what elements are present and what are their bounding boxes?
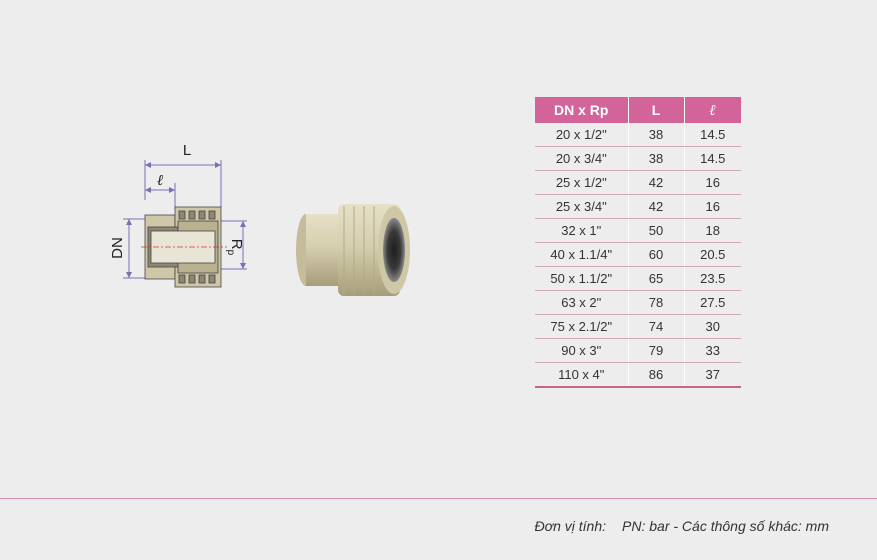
cell-L: 38: [628, 123, 685, 147]
cell-L: 65: [628, 266, 685, 291]
cell-l: 16: [684, 194, 741, 219]
cell-l: 16: [684, 170, 741, 195]
cell-size: 90 x 3": [535, 338, 629, 363]
cell-size: 32 x 1": [535, 218, 629, 243]
cell-L: 60: [628, 242, 685, 267]
cell-L: 38: [628, 146, 685, 171]
header-l: ℓ: [684, 97, 741, 123]
cell-l: 37: [684, 362, 741, 388]
header-dn-rp: DN x Rp: [535, 97, 629, 123]
cell-L: 50: [628, 218, 685, 243]
cell-l: 27.5: [684, 290, 741, 315]
cell-l: 30: [684, 314, 741, 339]
cell-l: 33: [684, 338, 741, 363]
cell-size: 40 x 1.1/4": [535, 242, 629, 267]
cell-size: 25 x 1/2": [535, 170, 629, 195]
cell-l: 14.5: [684, 146, 741, 171]
footer-note: Đơn vị tính: PN: bar - Các thông số khác:…: [535, 518, 829, 534]
cell-size: 110 x 4": [535, 362, 629, 388]
unit-label: Đơn vị tính:: [534, 518, 607, 534]
label-L: L: [183, 142, 191, 159]
cell-L: 42: [628, 194, 685, 219]
cell-size: 20 x 3/4": [535, 146, 629, 171]
label-l: ℓ: [157, 171, 163, 189]
cell-l: 20.5: [684, 242, 741, 267]
cell-L: 42: [628, 170, 685, 195]
cell-l: 14.5: [684, 123, 741, 147]
label-DN: DN: [109, 237, 126, 259]
table-header-row: DN x Rp L ℓ: [535, 97, 741, 123]
cell-L: 78: [628, 290, 685, 315]
cell-L: 86: [628, 362, 685, 388]
label-Rp: Rp: [225, 239, 245, 256]
cell-size: 75 x 2.1/2": [535, 314, 629, 339]
cell-l: 23.5: [684, 266, 741, 291]
cell-L: 74: [628, 314, 685, 339]
unit-value: PN: bar - Các thông số khác: mm: [622, 518, 829, 534]
cell-size: 25 x 3/4": [535, 194, 629, 219]
label-Rp-main: R: [228, 239, 245, 250]
cell-size: 50 x 1.1/2": [535, 266, 629, 291]
technical-drawing: L ℓ DN Rp: [109, 142, 247, 288]
label-Rp-sub: p: [225, 250, 236, 256]
cell-size: 20 x 1/2": [535, 123, 629, 147]
footer-divider: [0, 498, 877, 499]
product-photo: [296, 204, 410, 296]
header-L: L: [628, 97, 685, 123]
cell-l: 18: [684, 218, 741, 243]
cell-size: 63 x 2": [535, 290, 629, 315]
cell-L: 79: [628, 338, 685, 363]
